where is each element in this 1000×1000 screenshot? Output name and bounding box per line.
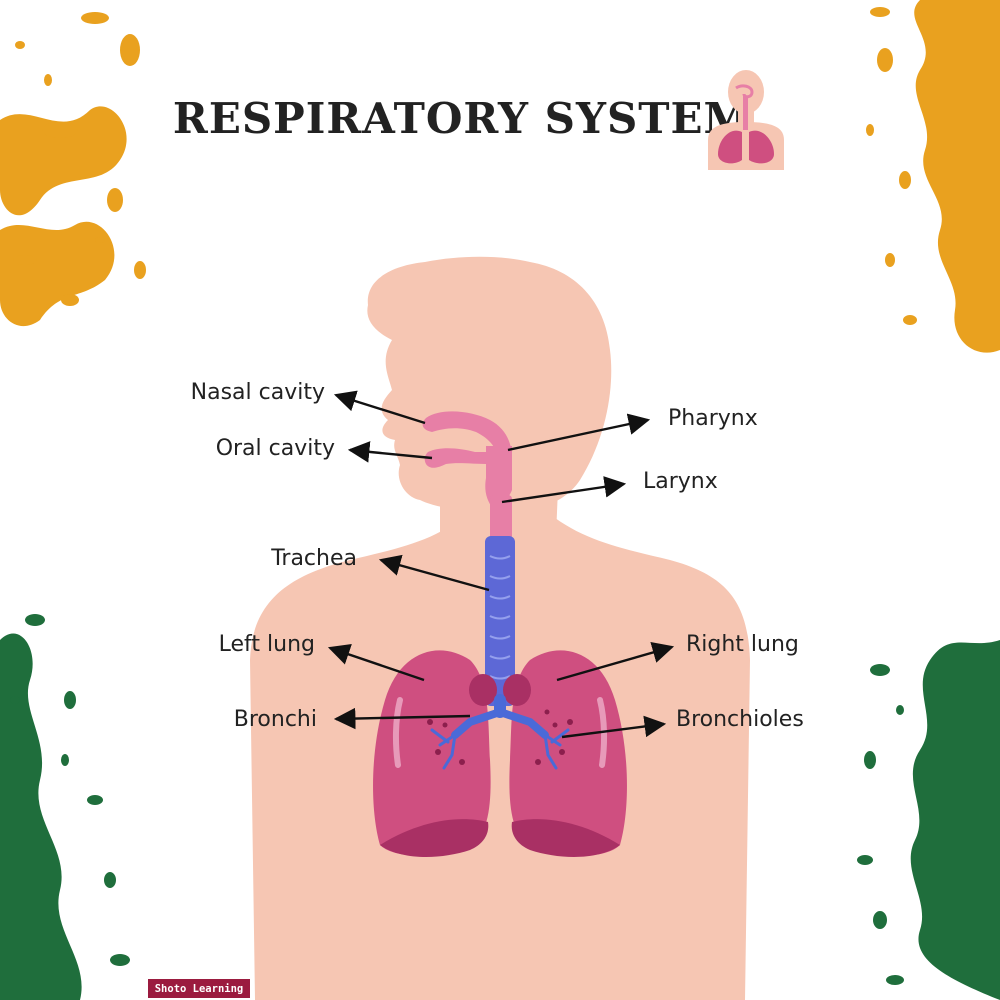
bronchial-tree [430,694,570,770]
splatter-bottom-left [0,614,130,1000]
arrow-trachea [378,554,490,592]
arrow-oral-cavity [347,441,433,463]
respiratory-system-icon [708,70,784,170]
label-nasal-cavity: Nasal cavity [191,380,325,405]
label-right-lung: Right lung [686,632,799,657]
trachea-shape [485,536,515,706]
label-bronchi: Bronchi [234,707,317,732]
label-arrows [327,390,675,739]
larynx-shape [490,495,512,540]
arrow-larynx [501,476,627,504]
splatter-top-right [866,0,1000,353]
splatter-bottom-right [857,640,1000,1000]
nasal-cavity-shape [422,411,512,458]
arrow-right-lung [556,641,675,682]
label-larynx: Larynx [643,469,718,494]
left-lung-shape [373,650,497,857]
label-trachea: Trachea [270,546,357,571]
label-left-lung: Left lung [219,632,315,657]
pharynx-shape [485,446,512,510]
label-oral-cavity: Oral cavity [216,436,335,461]
human-silhouette [250,256,750,1000]
arrow-bronchioles [561,715,667,739]
torso [250,510,750,1000]
oral-cavity-shape [424,448,490,468]
trachea-group [485,536,515,706]
head [367,256,612,513]
alveoli-dots [427,709,573,765]
watermark-text: Shoto Learning [155,983,244,995]
label-bronchioles: Bronchioles [676,707,804,732]
splatter-top-left [0,12,146,327]
watermark-badge: Shoto Learning [148,979,250,998]
part-labels: Nasal cavity Oral cavity Pharynx Larynx … [191,380,804,732]
right-lung-shape [503,650,627,857]
arrow-bronchi [333,707,471,730]
arrow-nasal-cavity [333,390,426,425]
page-title: RESPIRATORY SYSTEM [173,94,751,143]
arrow-left-lung [327,644,425,682]
upper-airway [422,411,512,540]
arrow-pharynx [507,413,651,452]
label-pharynx: Pharynx [668,406,758,431]
